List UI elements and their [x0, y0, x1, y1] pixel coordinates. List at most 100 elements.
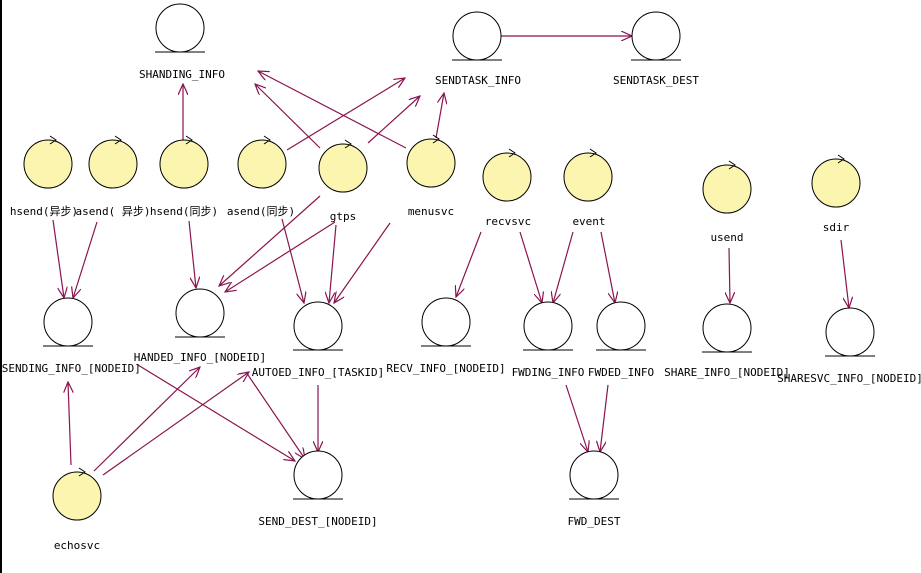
- node-label: SENDTASK_DEST: [613, 74, 699, 87]
- node-label: SHARE_INFO_[NODEID]: [664, 366, 790, 379]
- node-label: usend: [710, 231, 743, 244]
- node-sendtask-info[interactable]: SENDTASK_INFO: [435, 11, 521, 87]
- arrow-5: [367, 96, 420, 144]
- node-recv-info[interactable]: RECV_INFO_[NODEID]: [386, 297, 506, 375]
- node-label: FWDING_INFO: [512, 366, 585, 379]
- arrow-3: [258, 71, 407, 149]
- arrow-11: [225, 221, 336, 292]
- node-usend[interactable]: usend: [702, 160, 752, 244]
- arrow-10: [219, 195, 321, 286]
- arrow-26: [245, 371, 305, 459]
- control-arrow-mark: [589, 148, 597, 158]
- node-label: recvsvc: [485, 215, 531, 228]
- node-label: SENDTASK_INFO: [435, 74, 521, 87]
- entity-circle-icon: [596, 301, 646, 351]
- node-label: AUTOED_INFO_[TASKID]: [252, 366, 384, 379]
- arrow-13: [329, 224, 337, 303]
- node-label: SHARESVC_INFO_[NODEID]: [777, 372, 921, 385]
- arrow-2: [255, 84, 321, 149]
- node-sendtask-dest[interactable]: SENDTASK_DEST: [613, 11, 699, 87]
- window-left-border: [0, 0, 2, 573]
- node-label: asend(同步): [227, 205, 295, 218]
- node-label: ASENDING_INFO_[NODEID]: [0, 362, 141, 375]
- control-arrow-mark: [344, 139, 352, 149]
- control-arrow-mark: [432, 134, 440, 144]
- node-fwded-info[interactable]: FWDED_INFO: [588, 301, 654, 379]
- node-label: asend( 异步): [76, 205, 151, 218]
- arrow-12: [281, 218, 304, 303]
- control-circle-icon: [52, 471, 102, 521]
- entity-circle-icon: [631, 11, 681, 61]
- node-hsend-async[interactable]: hsend(异步): [10, 135, 78, 218]
- node-asending-info[interactable]: ASENDING_INFO_[NODEID]: [0, 297, 141, 375]
- entity-circle-icon: [452, 11, 502, 61]
- arrow-9: [188, 220, 196, 288]
- arrow-14: [334, 222, 391, 303]
- control-circle-icon: [563, 152, 613, 202]
- arrow-24: [93, 367, 200, 472]
- node-fwding-info[interactable]: FWDING_INFO: [512, 301, 585, 379]
- node-label: menusvc: [408, 205, 454, 218]
- node-label: SHANDING_INFO: [139, 68, 225, 81]
- node-label: HANDED_INFO_[NODEID]: [134, 351, 266, 364]
- node-recvsvc[interactable]: recvsvc: [482, 148, 532, 228]
- node-send-dest[interactable]: SEND_DEST_[NODEID]: [258, 450, 378, 528]
- arrow-7: [52, 219, 64, 298]
- entity-circle-icon: [702, 303, 752, 353]
- node-asend-sync[interactable]: asend(同步): [227, 135, 295, 218]
- control-arrow-mark: [185, 135, 193, 145]
- arrow-8: [73, 221, 98, 298]
- node-label: sdir: [823, 221, 850, 234]
- arrow-15: [456, 231, 482, 297]
- node-handed-info[interactable]: HANDED_INFO_[NODEID]: [134, 288, 266, 364]
- node-menusvc[interactable]: menusvc: [406, 134, 456, 218]
- node-echosvc[interactable]: echosvc: [52, 467, 102, 552]
- control-circle-icon: [159, 139, 209, 189]
- node-label: gtps: [330, 210, 357, 223]
- node-gtps[interactable]: gtps: [318, 139, 368, 223]
- arrow-19: [729, 247, 730, 303]
- entity-circle-icon: [43, 297, 93, 347]
- control-circle-icon: [318, 143, 368, 193]
- arrow-6: [435, 93, 444, 139]
- control-circle-icon: [88, 139, 138, 189]
- control-circle-icon: [811, 158, 861, 208]
- arrow-17: [553, 231, 574, 303]
- node-hsend-sync[interactable]: hsend(同步): [150, 135, 218, 218]
- control-arrow-mark: [114, 135, 122, 145]
- entity-circle-icon: [293, 450, 343, 500]
- arrow-27: [565, 384, 588, 452]
- node-label: FWDED_INFO: [588, 366, 654, 379]
- node-event[interactable]: event: [563, 148, 613, 228]
- control-arrow-mark: [78, 467, 86, 477]
- node-asend-async[interactable]: asend( 异步): [76, 135, 151, 218]
- arrow-22: [137, 364, 295, 461]
- node-label: hsend(异步): [10, 205, 78, 218]
- arrow-23: [68, 382, 71, 466]
- control-arrow-mark: [728, 160, 736, 170]
- control-circle-icon: [406, 138, 456, 188]
- arrow-4: [286, 78, 405, 151]
- node-label: event: [572, 215, 605, 228]
- control-circle-icon: [23, 139, 73, 189]
- arrow-16: [519, 231, 542, 303]
- connector-arrows: [52, 36, 849, 476]
- node-label: RECV_INFO_[NODEID]: [386, 362, 505, 375]
- node-label: echosvc: [54, 539, 100, 552]
- node-label: SEND_DEST_[NODEID]: [258, 515, 377, 528]
- node-shanding-info[interactable]: SHANDING_INFO: [139, 3, 225, 81]
- control-circle-icon: [482, 152, 532, 202]
- node-sharesvc-info[interactable]: SHARESVC_INFO_[NODEID]: [777, 307, 921, 385]
- entity-circle-icon: [825, 307, 875, 357]
- control-arrow-mark: [263, 135, 271, 145]
- arrow-20: [840, 239, 849, 308]
- node-autoed-info[interactable]: AUTOED_INFO_[TASKID]: [252, 301, 384, 379]
- node-share-info[interactable]: SHARE_INFO_[NODEID]: [664, 303, 790, 379]
- arrow-25: [102, 372, 249, 476]
- node-sdir[interactable]: sdir: [811, 154, 861, 234]
- entity-circle-icon: [569, 450, 619, 500]
- entity-circle-icon: [523, 301, 573, 351]
- node-fwd-dest[interactable]: FWD_DEST: [568, 450, 621, 528]
- entity-circle-icon: [155, 3, 205, 53]
